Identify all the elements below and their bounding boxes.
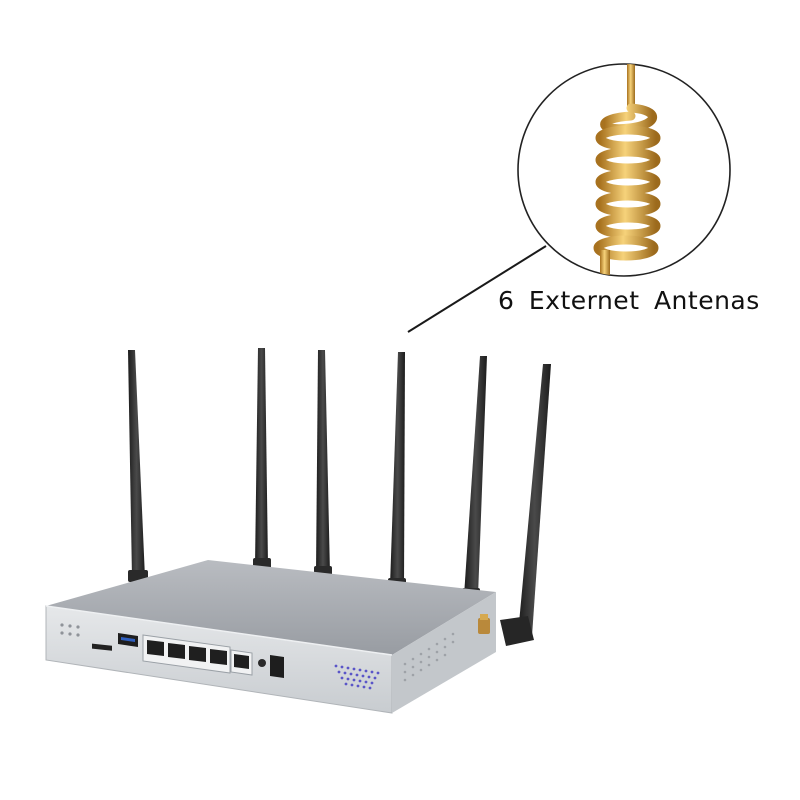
side-vents [403,632,455,682]
reset-button [258,659,266,667]
antenna-zoom-callout [517,63,731,277]
antennas [128,348,487,600]
antenna-4 [388,352,406,590]
led-indicators [60,623,80,637]
ethernet-ports [142,634,253,676]
side-antenna-connector [478,614,490,634]
antenna-1 [128,350,148,582]
dc-power-jack [270,655,284,678]
usb-port [118,633,138,647]
decorative-dot-pattern [334,664,380,690]
antenna-3 [314,350,332,578]
antenna-5 [462,356,487,600]
antenna-6 [500,364,551,646]
antenna-caption: 6 Externet Antenas [498,286,760,315]
callout-leader-line [407,245,547,333]
sd-card-slot [92,643,112,651]
gold-coil-icon [593,64,661,276]
antenna-2 [253,348,271,570]
router-chassis [45,560,496,714]
